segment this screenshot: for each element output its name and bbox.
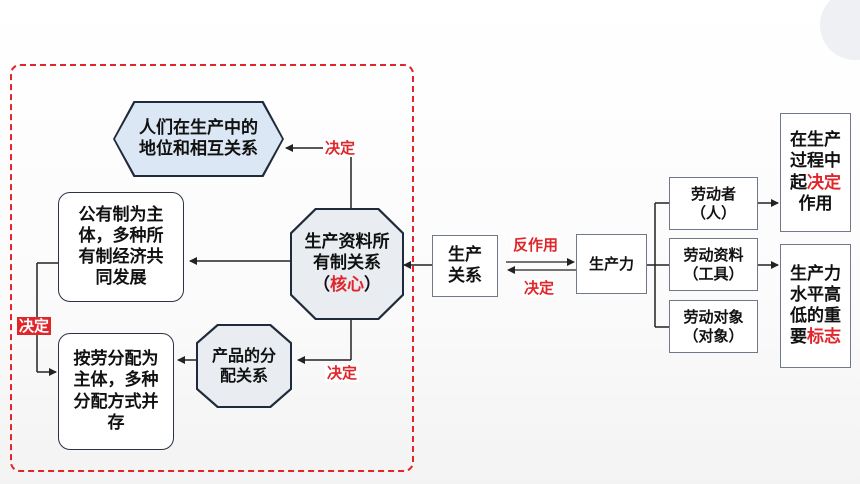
labor-object-box: 劳动对象（对象） (669, 300, 758, 353)
relation-position-text: 人们在生产中的地位和相互关系 (115, 103, 282, 175)
label-decide-left: 决定 (17, 317, 52, 335)
means-ownership-prefix: 生产资料所有制关系（ (304, 232, 390, 295)
means-ownership-text: 生产资料所有制关系（核心） (292, 210, 402, 318)
relations-group-border (10, 64, 414, 472)
role-highlight: 决定 (807, 172, 841, 193)
labor-means-box: 劳动资料（工具） (669, 238, 758, 291)
label-decide-top: 决定 (323, 139, 358, 157)
label-decide-bottom: 决定 (325, 364, 360, 382)
product-distribution-node: 产品的分配关系 (196, 324, 292, 408)
label-decide-right: 决定 (522, 279, 557, 297)
means-ownership-suffix: ） (364, 274, 381, 295)
distribution-structure-box: 按劳分配为主体，多种分配方式并存 (58, 333, 174, 450)
product-distribution-text: 产品的分配关系 (198, 326, 290, 406)
ownership-structure-box: 公有制为主体，多种所有制经济共同发展 (58, 192, 184, 302)
relation-position-node: 人们在生产中的地位和相互关系 (113, 101, 284, 177)
level-highlight: 标志 (807, 327, 841, 348)
production-relations-box: 生产关系 (432, 235, 498, 297)
role-prefix: 在生产过程中起 (790, 130, 841, 193)
role-box: 在生产过程中起决定作用 (780, 113, 851, 232)
role-suffix: 作用 (798, 193, 833, 214)
means-ownership-core: 核心 (330, 274, 364, 295)
means-ownership-node: 生产资料所有制关系（核心） (290, 208, 404, 320)
level-indicator-box: 生产力水平高低的重要标志 (780, 244, 851, 368)
level-prefix: 生产力水平高低的重要 (790, 263, 841, 348)
productive-forces-box: 生产力 (576, 234, 647, 294)
laborer-box: 劳动者（人） (669, 177, 758, 230)
label-react: 反作用 (511, 236, 561, 254)
